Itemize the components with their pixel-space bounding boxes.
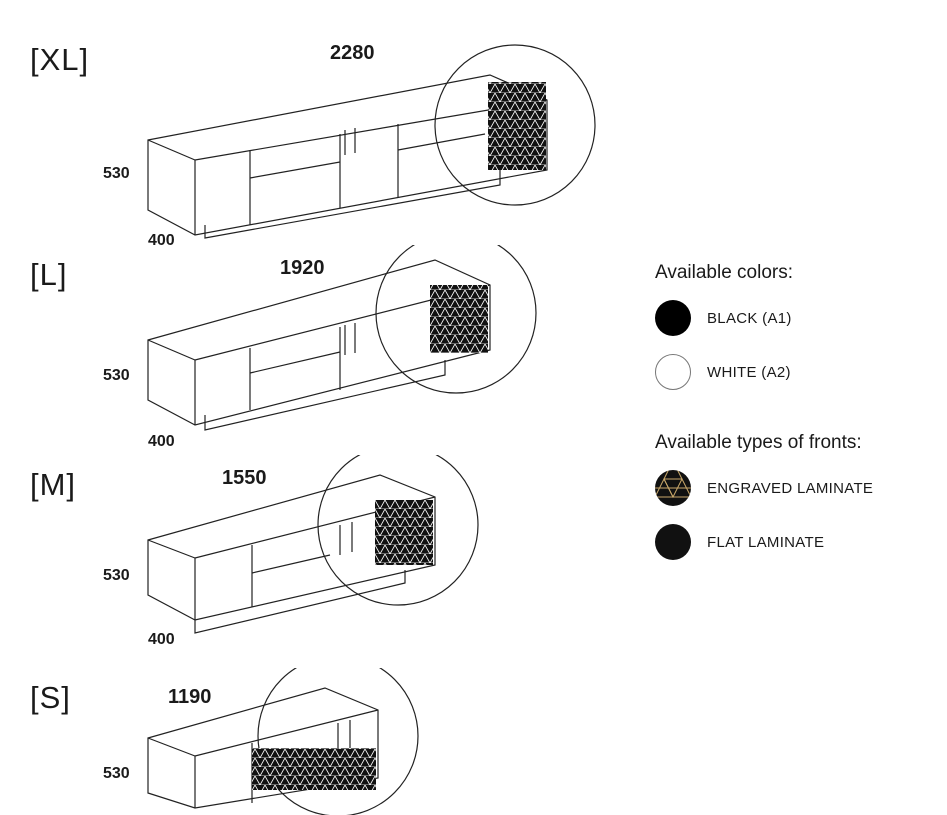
fronts-title: Available types of fronts: [655, 432, 862, 453]
flat-swatch-icon [655, 524, 691, 560]
variant-m: [M] 1550 530 400 [0, 455, 620, 665]
colors-title: Available colors: [655, 262, 794, 283]
height-dimension: 530 [103, 165, 130, 182]
color-label: WHITE (A2) [707, 363, 791, 381]
front-label: FLAT LAMINATE [707, 533, 825, 551]
depth-dimension: 400 [148, 232, 175, 249]
variant-l: [L] 1920 530 400 [0, 245, 620, 455]
cabinet-drawing-m [147, 455, 479, 634]
width-dimension: 1920 [280, 257, 325, 279]
colors-legend: Available colors: BLACK (A1) WHITE (A2) [655, 262, 947, 392]
size-label: [XL] [30, 42, 90, 77]
size-label: [L] [30, 257, 68, 292]
color-option-black: BLACK (A1) [655, 298, 947, 338]
height-dimension: 530 [103, 367, 130, 384]
front-label: ENGRAVED LAMINATE [707, 479, 874, 497]
fronts-legend: Available types of fronts: ENGRAVED LAMI… [655, 432, 947, 562]
front-option-flat: FLAT LAMINATE [655, 522, 947, 562]
width-dimension: 1550 [222, 467, 267, 489]
color-label: BLACK (A1) [707, 309, 792, 327]
width-dimension: 1190 [168, 686, 212, 708]
color-option-white: WHITE (A2) [655, 352, 947, 392]
variant-xl: [XL] 2280 530 400 [0, 30, 620, 249]
front-option-engraved: ENGRAVED LAMINATE [655, 468, 947, 508]
size-label: [M] [30, 467, 77, 502]
height-dimension: 530 [103, 765, 130, 782]
engraved-swatch-icon [655, 470, 691, 506]
height-dimension: 530 [103, 567, 130, 584]
black-swatch-icon [655, 300, 691, 336]
depth-dimension: 400 [148, 433, 175, 450]
width-dimension: 2280 [330, 42, 375, 64]
cabinet-drawing-xl [147, 44, 596, 239]
depth-dimension: 400 [148, 631, 175, 648]
white-swatch-icon [655, 354, 691, 390]
cabinet-drawing-s [147, 668, 419, 815]
variant-s: [S] 1190 530 [0, 668, 620, 815]
size-label: [S] [30, 680, 71, 715]
cabinet-drawing-l [147, 245, 537, 431]
